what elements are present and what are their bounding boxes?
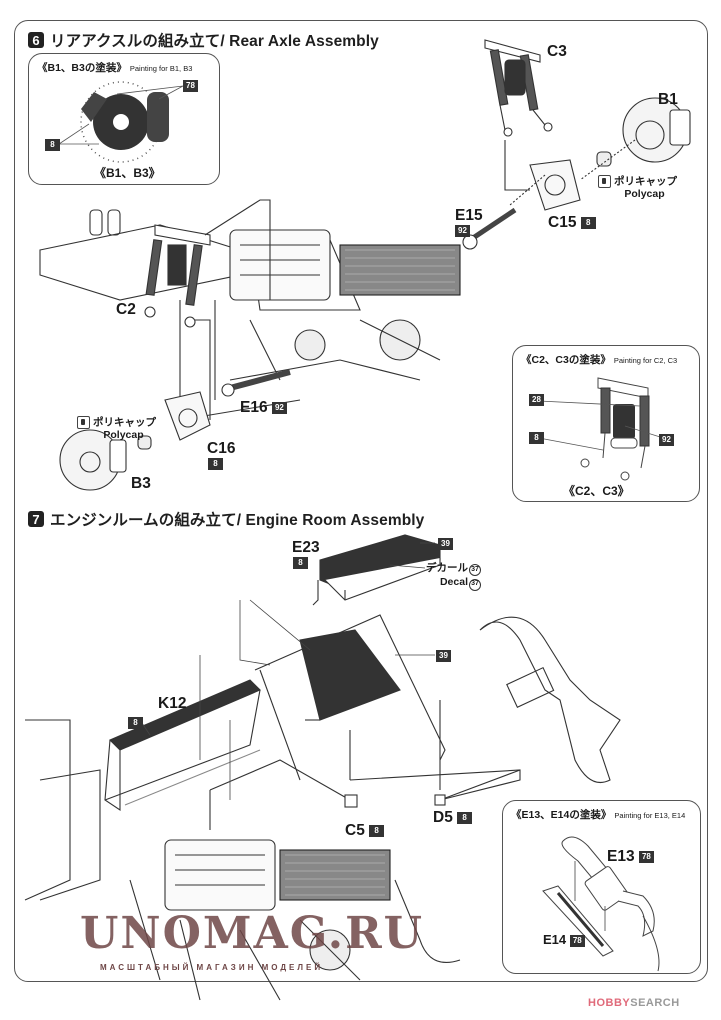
intake-pipe-illustration bbox=[542, 836, 660, 972]
inset-c-title-jp: 《C2、C3の塗装》 bbox=[521, 354, 611, 366]
credit-search: SEARCH bbox=[630, 997, 680, 1009]
part-c15-label: C15 bbox=[548, 214, 577, 231]
part-c3: C3 bbox=[547, 43, 567, 60]
part-e13-paint: 78 bbox=[638, 850, 654, 863]
inset-c-caption: 《C2、C3》 bbox=[563, 484, 630, 498]
polycap-note-lower: ポリキャップ Polycap bbox=[77, 416, 156, 443]
credit-hobby: HOBBY bbox=[588, 997, 631, 1009]
part-e16-paint: 92 bbox=[271, 401, 287, 414]
part-c2: C2 bbox=[116, 301, 136, 318]
paint-code-boot: 92 bbox=[659, 434, 674, 446]
paint-code-rod: 8 bbox=[529, 432, 544, 444]
polycap-note-upper: ポリキャップ Polycap bbox=[598, 175, 677, 202]
inset-c-title-en: Painting for C2, C3 bbox=[613, 356, 678, 365]
polycap-jp: ポリキャップ bbox=[614, 175, 677, 188]
polycap-en-lower: Polycap bbox=[103, 429, 144, 442]
paint-code-caliper: 78 bbox=[183, 80, 198, 92]
part-e15: E15 bbox=[455, 208, 483, 224]
part-d5-label: D5 bbox=[433, 809, 453, 826]
shock-illustration bbox=[538, 377, 674, 481]
part-e23: E23 bbox=[292, 539, 320, 556]
part-k12-paint: 8 bbox=[128, 717, 143, 729]
paint-code-disc: 8 bbox=[45, 139, 60, 151]
part-e13-label: E13 bbox=[607, 848, 635, 865]
part-e14: E14 78 bbox=[543, 933, 585, 947]
part-e14-label: E14 bbox=[543, 932, 567, 947]
inset-c-title: 《C2、C3の塗装》Painting for C2, C3 bbox=[521, 352, 677, 367]
step-7-title-text: エンジンルームの組み立て/ Engine Room Assembly bbox=[50, 512, 425, 529]
polycap-en: Polycap bbox=[624, 188, 665, 201]
inset-b-title-en: Painting for B1, B3 bbox=[129, 64, 193, 73]
step-7-number: 7 bbox=[28, 511, 44, 527]
hobby-search-credit: HOBBYSEARCH bbox=[588, 998, 680, 1009]
part-c5: C5 8 bbox=[345, 822, 385, 839]
inset-painting-c2-c3: 《C2、C3の塗装》Painting for C2, C3 28 8 92 《C… bbox=[512, 345, 700, 502]
part-c5-label: C5 bbox=[345, 822, 365, 839]
inset-b-title: 《B1、B3の塗装》Painting for B1, B3 bbox=[37, 60, 192, 75]
decal-jp: デカール bbox=[426, 562, 468, 574]
part-e16: E16 92 bbox=[240, 400, 287, 416]
polycap-icon-lower bbox=[77, 416, 90, 429]
part-e13: E13 78 bbox=[607, 849, 654, 865]
watermark-subtitle: МАСШТАБНЫЙ МАГАЗИН МОДЕЛЕЙ bbox=[100, 963, 324, 972]
part-b3: B3 bbox=[131, 475, 151, 492]
part-d5-paint: 8 bbox=[457, 811, 473, 824]
inset-painting-b1-b3: 《B1、B3の塗装》Painting for B1, B3 78 8 《B1、B… bbox=[28, 53, 220, 185]
inset-e-title-jp: 《E13、E14の塗装》 bbox=[511, 809, 612, 821]
decal-number-jp: 37 bbox=[469, 564, 481, 577]
inset-e-title: 《E13、E14の塗装》Painting for E13, E14 bbox=[511, 807, 685, 822]
paint-code-spring: 28 bbox=[529, 394, 544, 406]
decal-number-en: 37 bbox=[469, 578, 481, 591]
part-c15: C15 8 bbox=[548, 215, 596, 231]
part-c15-paint: 8 bbox=[580, 216, 596, 229]
inset-e-title-en: Painting for E13, E14 bbox=[614, 811, 686, 820]
polycap-icon bbox=[598, 175, 611, 188]
step-6-title: 6 リアアクスルの組み立て/ Rear Axle Assembly bbox=[28, 29, 379, 51]
part-c16-paint: 8 bbox=[208, 458, 223, 470]
brake-disc-illustration bbox=[58, 81, 184, 163]
inset-b-caption: 《B1、B3》 bbox=[94, 166, 161, 180]
inset-b-title-jp: 《B1、B3の塗装》 bbox=[37, 62, 127, 74]
part-e15-paint: 92 bbox=[455, 225, 470, 237]
part-b1: B1 bbox=[658, 91, 678, 108]
polycap-jp-lower: ポリキャップ bbox=[93, 416, 156, 429]
part-e16-label: E16 bbox=[240, 399, 268, 416]
decal-en: Decal bbox=[439, 576, 468, 589]
part-c5-paint: 8 bbox=[369, 824, 385, 837]
step-7-title: 7 エンジンルームの組み立て/ Engine Room Assembly bbox=[28, 508, 424, 530]
part-e23-top-paint: 39 bbox=[438, 538, 453, 550]
inset-painting-e13-e14: 《E13、E14の塗装》Painting for E13, E14 E13 78… bbox=[502, 800, 701, 974]
part-e23-paint: 8 bbox=[293, 557, 308, 569]
part-c16: C16 bbox=[207, 440, 236, 457]
part-k12: K12 bbox=[158, 695, 187, 712]
watermark-logo: UNOMAG.RU bbox=[80, 908, 425, 959]
radiator-paint: 39 bbox=[436, 650, 451, 662]
part-e15-label: E15 bbox=[455, 207, 483, 224]
step-6-title-text: リアアクスルの組み立て/ Rear Axle Assembly bbox=[50, 33, 379, 50]
step-6-number: 6 bbox=[28, 32, 44, 48]
part-e14-paint: 78 bbox=[569, 934, 585, 947]
part-d5: D5 8 bbox=[433, 809, 473, 826]
page-frame bbox=[14, 20, 708, 982]
